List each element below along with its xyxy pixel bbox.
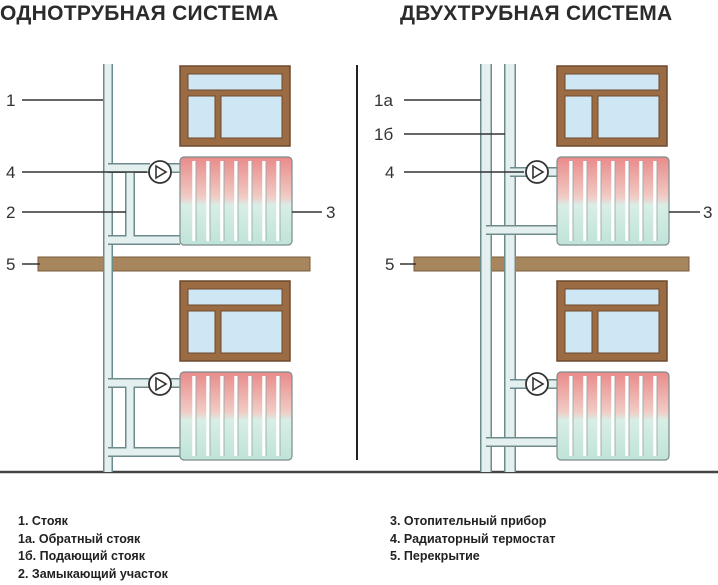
callout-left-1: 1 — [6, 91, 15, 110]
callout-right-1a: 1а — [374, 91, 393, 110]
legend-left: 1. Стояк 1а. Обратный стояк 1б. Подающий… — [18, 513, 168, 583]
thermostat-left-lower — [148, 372, 172, 396]
callout-right-3: 3 — [703, 203, 712, 222]
thermostat-left-upper — [148, 160, 172, 184]
radiator-right-upper — [555, 155, 671, 247]
legend-item: 1б. Подающий стояк — [18, 549, 145, 563]
callout-left-2: 2 — [6, 203, 15, 222]
callout-right-5: 5 — [385, 255, 394, 274]
legend-item: 2. Замыкающий участок — [18, 566, 168, 581]
callout-left-4: 4 — [6, 163, 15, 182]
callout-right-4: 4 — [385, 163, 394, 182]
radiator-left-upper — [178, 155, 294, 247]
callout-left-5: 5 — [6, 255, 15, 274]
legend-item: 1. Стояк — [18, 514, 68, 528]
thermostat-right-upper — [525, 160, 549, 184]
callout-left-3: 3 — [326, 203, 335, 222]
title-two-pipe: ДВУХТРУБНАЯ СИСТЕМА — [400, 2, 673, 25]
single-pipe-system: 1 4 2 5 3 — [6, 64, 335, 472]
slab-left — [37, 256, 311, 272]
slab-right — [413, 256, 690, 272]
thermostat-right-lower — [525, 372, 549, 396]
title-single-pipe: ОДНОТРУБНАЯ СИСТЕМА — [0, 2, 279, 25]
legend-item: 1а. Обратный стояк — [18, 531, 141, 546]
radiator-left-lower — [178, 370, 294, 462]
legend-item: 5. Перекрытие — [390, 549, 480, 563]
callout-right-1b: 1б — [374, 125, 393, 144]
legend-item: 4. Радиаторный термостат — [390, 531, 556, 546]
legend-right: 3. Отопительный прибор 4. Радиаторный те… — [390, 513, 555, 566]
legend-item: 3. Отопительный прибор — [390, 514, 547, 528]
radiator-right-lower — [555, 370, 671, 462]
two-pipe-system: 1а 1б 4 5 3 — [374, 64, 712, 472]
